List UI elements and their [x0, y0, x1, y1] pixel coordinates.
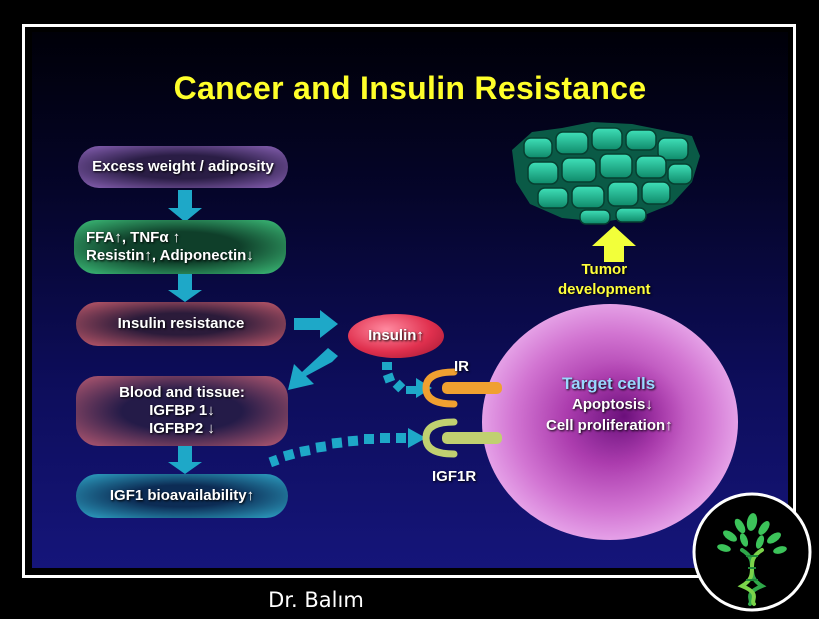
- igf1-bioavailability-box: IGF1 bioavailability↑: [76, 474, 288, 518]
- ffa-line2: Resistin↑, Adiponectin↓: [86, 247, 254, 264]
- ffa-tnf-box: FFA↑, TNFα ↑ Resistin↑, Adiponectin↓: [74, 220, 286, 274]
- apoptosis-label: Apoptosis↓: [572, 396, 653, 413]
- cell-proliferation-label: Cell proliferation↑: [546, 417, 673, 434]
- tumor-arrow-icon: [592, 226, 636, 262]
- ir-receptor-icon: [422, 368, 502, 408]
- target-cells-label: Target cells: [562, 374, 656, 393]
- igf1-bio-label: IGF1 bioavailability↑: [109, 487, 255, 504]
- insulin-node: Insulin↑: [348, 314, 444, 358]
- blood-line1: Blood and tissue:: [119, 384, 245, 401]
- diagram-graphics: [168, 122, 738, 540]
- ir-label: IR: [454, 358, 469, 375]
- blood-line3: IGFBP2 ↓: [149, 420, 215, 437]
- excess-weight-label: Excess weight / adiposity: [92, 158, 274, 175]
- cell-nucleus: [562, 358, 686, 474]
- author-credit: Dr. Balım: [268, 588, 364, 612]
- slide-title: Cancer and Insulin Resistance: [173, 70, 647, 106]
- ffa-line1: FFA↑, TNFα ↑: [86, 229, 181, 246]
- arrow-down-icon: [168, 190, 202, 474]
- tumor-cells-icon: [512, 122, 700, 225]
- igf1r-receptor-icon: [422, 418, 502, 458]
- blood-line2: IGFBP 1↓: [149, 402, 215, 419]
- insulin-resistance-box: Insulin resistance: [76, 302, 286, 346]
- insulin-label: Insulin↑: [368, 327, 424, 344]
- tumor-line1: Tumor: [581, 261, 628, 278]
- igf1r-label: IGF1R: [432, 468, 477, 485]
- excess-weight-box: Excess weight / adiposity: [78, 146, 288, 188]
- dna-tree-logo-icon: [692, 492, 812, 612]
- blood-tissue-box: Blood and tissue: IGFBP 1↓ IGFBP2 ↓: [76, 376, 288, 446]
- arrow-diagonal-icon: [288, 348, 338, 390]
- insulin-resistance-label: Insulin resistance: [117, 315, 245, 332]
- arrow-right-icon: [294, 310, 338, 338]
- tumor-line2: development: [558, 281, 651, 298]
- slide: Cancer and Insulin Resistance Excess wei…: [32, 32, 788, 568]
- tumor-development-label: Tumor development: [558, 260, 651, 300]
- dashed-arrow-igf-icon: [268, 428, 426, 468]
